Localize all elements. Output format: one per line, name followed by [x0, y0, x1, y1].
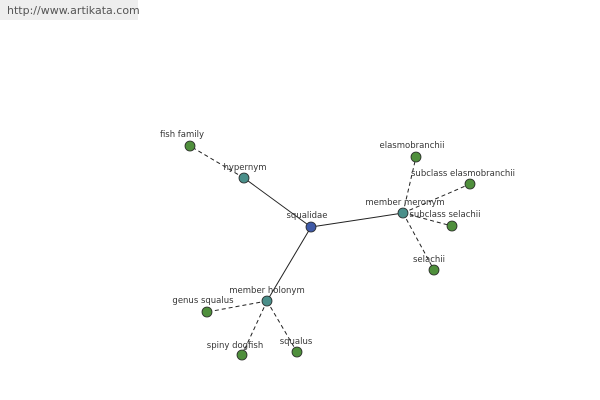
edge-squalidae-to-member-meronym — [310, 212, 404, 228]
node-fish-family[interactable] — [184, 140, 196, 152]
node-label-fish-family[interactable]: fish family — [160, 130, 204, 140]
node-member-meronym[interactable] — [397, 207, 409, 219]
node-subclass-selachii[interactable] — [446, 220, 458, 232]
edge-member-holonym-to-squalus — [266, 300, 298, 353]
node-label-genus-squalus[interactable]: genus squalus — [172, 296, 234, 306]
graph-edges — [189, 145, 471, 356]
edge-member-holonym-to-spiny-dogfish — [241, 300, 268, 356]
edge-member-meronym-to-subclass-selachii — [402, 212, 453, 227]
node-elasmobranchii[interactable] — [410, 151, 422, 163]
node-label-member-holonym[interactable]: member holonym — [229, 286, 304, 296]
node-label-subclass-selachii[interactable]: subclass selachii — [409, 210, 480, 220]
node-label-elasmobranchii[interactable]: elasmobranchii — [380, 141, 445, 151]
node-label-squalus[interactable]: squalus — [280, 337, 313, 347]
edge-hypernym-to-fish-family — [189, 145, 245, 179]
edge-squalidae-to-hypernym — [243, 177, 312, 228]
node-label-subclass-elasmobranchii[interactable]: subclass elasmobranchii — [411, 169, 515, 179]
node-label-member-meronym[interactable]: member meronym — [365, 198, 444, 208]
node-selachii[interactable] — [428, 264, 440, 276]
node-label-squalidae[interactable]: squalidae — [287, 211, 328, 221]
edge-member-meronym-to-elasmobranchii — [402, 156, 417, 214]
watermark-link[interactable]: http://www.artikata.com — [0, 0, 140, 20]
edge-member-holonym-to-genus-squalus — [206, 300, 268, 313]
node-member-holonym[interactable] — [261, 295, 273, 307]
edge-member-meronym-to-selachii — [402, 212, 435, 271]
node-label-spiny-dogfish[interactable]: spiny dogfish — [207, 341, 263, 351]
node-hypernym[interactable] — [238, 172, 250, 184]
node-spiny-dogfish[interactable] — [236, 349, 248, 361]
graph-labels: squalidae hypernym fish family member meron… — [160, 130, 515, 351]
node-label-selachii[interactable]: selachii — [413, 255, 445, 265]
edge-squalidae-to-member-holonym — [266, 226, 312, 302]
node-label-hypernym[interactable]: hypernym — [223, 163, 266, 173]
edge-member-meronym-to-subclass-elasmobranchii — [402, 183, 471, 214]
graph-nodes — [184, 140, 476, 361]
node-squalidae[interactable] — [305, 221, 317, 233]
node-genus-squalus[interactable] — [201, 306, 213, 318]
node-subclass-elasmobranchii[interactable] — [464, 178, 476, 190]
node-squalus[interactable] — [291, 346, 303, 358]
